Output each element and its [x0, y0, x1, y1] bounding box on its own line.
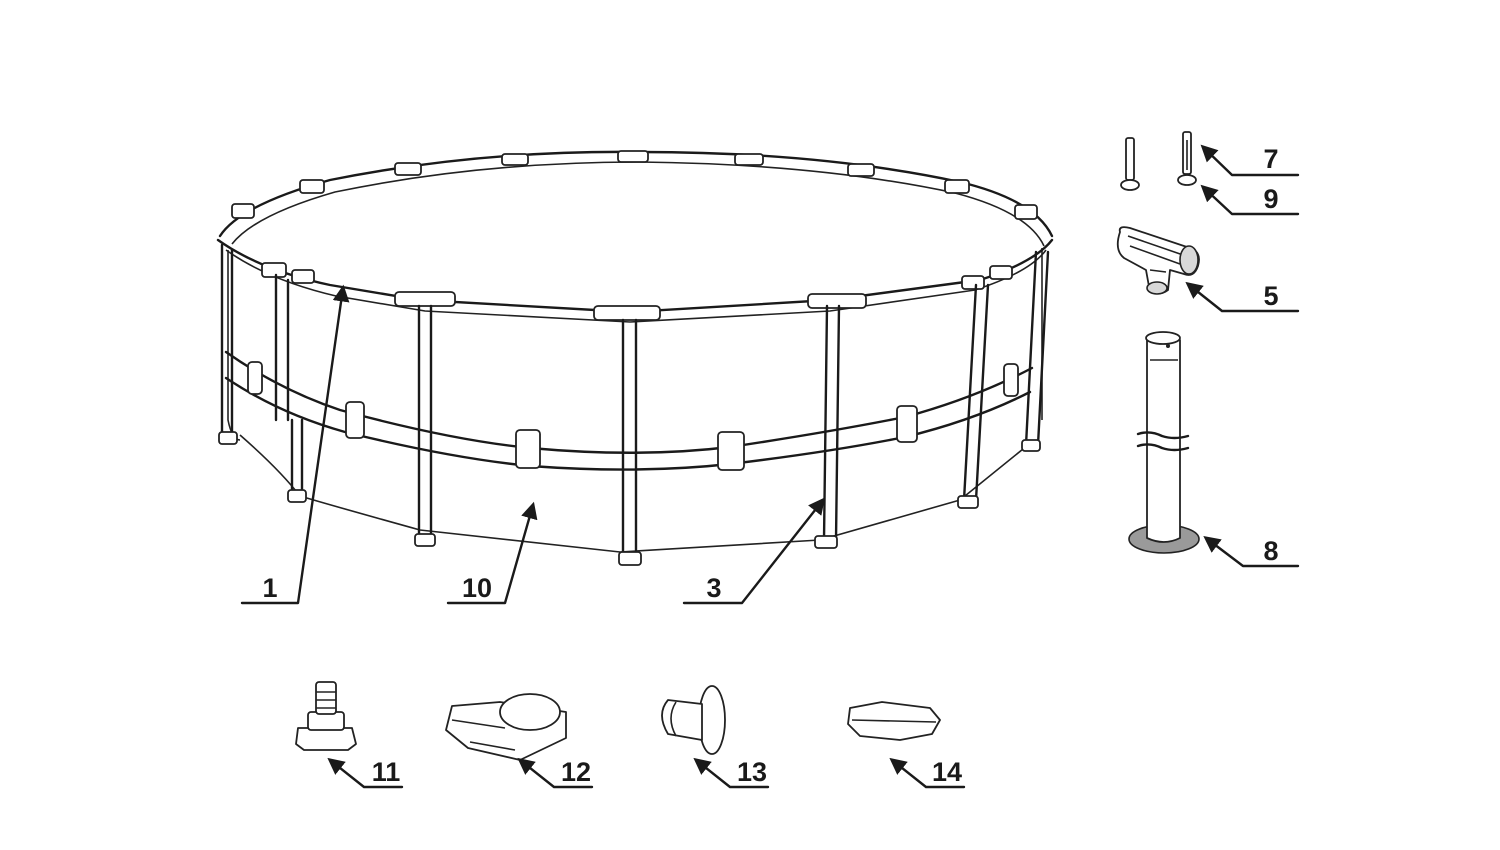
- callout-leaders: [240, 144, 1300, 789]
- callout-3: 3: [706, 573, 721, 603]
- plug-part-13: [661, 685, 726, 755]
- front-rail-joints: [261, 262, 1013, 321]
- callout-14: 14: [932, 757, 962, 787]
- pin-part-9: [1120, 137, 1140, 191]
- pool-top-rail-front: [216, 238, 1054, 314]
- leg-part-8: [1128, 331, 1200, 554]
- valve-part-11: [295, 681, 357, 751]
- callout-8: 8: [1263, 536, 1278, 566]
- pool-top-rail-back: [218, 150, 1054, 238]
- pin-part-7: [1177, 131, 1197, 186]
- pool-illustration: [216, 150, 1054, 566]
- callout-5: 5: [1263, 281, 1278, 311]
- pool-support-belt: [224, 350, 1034, 471]
- skimmer-part-12: [445, 693, 567, 761]
- callout-10: 10: [462, 573, 492, 603]
- callout-11: 11: [372, 757, 401, 787]
- callout-12: 12: [561, 757, 591, 787]
- t-joint-part-5: [1116, 226, 1200, 295]
- callout-13: 13: [737, 757, 767, 787]
- pool-top-rail-front-inner: [225, 249, 1047, 323]
- callout-9: 9: [1263, 184, 1278, 214]
- cap-part-14: [847, 701, 941, 741]
- callout-1: 1: [262, 573, 277, 603]
- back-rail-joints: [231, 150, 1038, 220]
- callout-7: 7: [1263, 144, 1278, 174]
